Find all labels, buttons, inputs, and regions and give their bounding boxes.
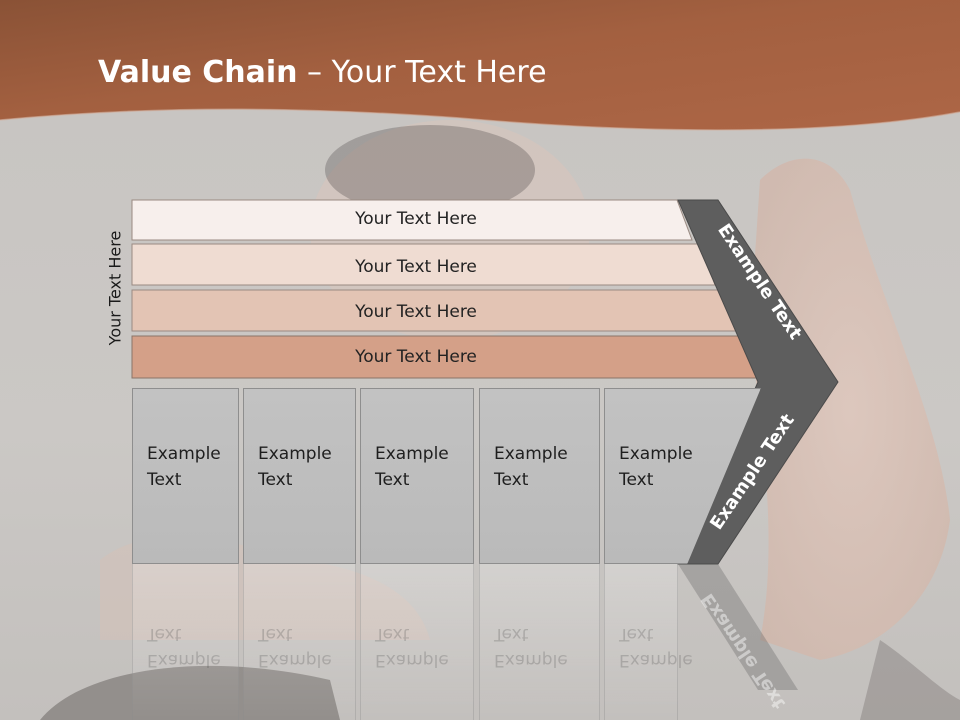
box-2-line2: Text bbox=[258, 470, 293, 490]
row-label-1: Your Text Here bbox=[355, 209, 477, 229]
box-4-line1: Example bbox=[494, 444, 568, 464]
box-1-line2: Text bbox=[147, 470, 182, 490]
title-bold: Value Chain bbox=[98, 55, 298, 90]
row-shape-1 bbox=[131, 199, 693, 241]
chevron-reflection bbox=[678, 564, 798, 690]
row-label-3: Your Text Here bbox=[355, 302, 477, 322]
page-title: Value Chain – Your Text Here bbox=[98, 55, 547, 90]
row-label-4: Your Text Here bbox=[355, 347, 477, 367]
box-1-line1: Example bbox=[147, 444, 221, 464]
box-5-line2: Text bbox=[619, 470, 654, 490]
box-2-line1: Example bbox=[258, 444, 332, 464]
box-5-line1: Example bbox=[619, 444, 693, 464]
header-band bbox=[0, 0, 960, 131]
box-3-line2: Text bbox=[375, 470, 410, 490]
box-4-line2: Text bbox=[494, 470, 529, 490]
title-rest: – Your Text Here bbox=[297, 55, 547, 90]
box-3-line1: Example bbox=[375, 444, 449, 464]
row-label-2: Your Text Here bbox=[355, 257, 477, 277]
